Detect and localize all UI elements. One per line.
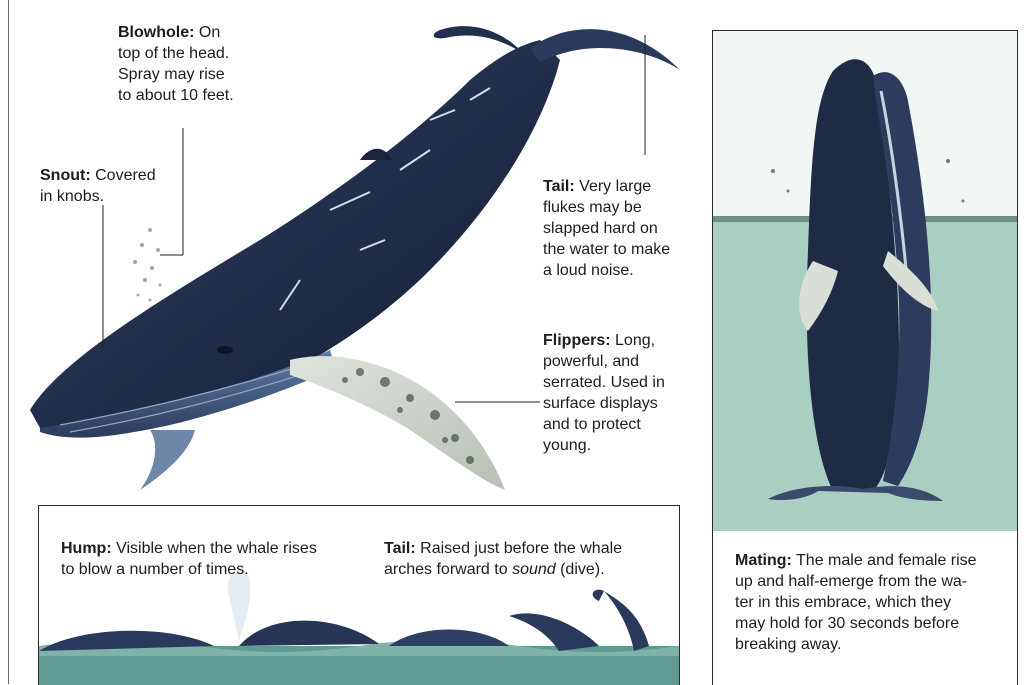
tail-dive-annotation: Tail: Raised just before the whale arche… <box>384 538 674 580</box>
flippers-text-line: powerful, and <box>543 353 639 370</box>
tail-dive-text-line: (dive). <box>556 561 605 578</box>
mating-text-line: ter in this embrace, which they <box>735 594 951 611</box>
hump-title: Hump: <box>61 540 112 557</box>
tail-dive-text-line: Raised just before the whale <box>420 540 622 557</box>
tail-text-line: Very large <box>579 178 651 195</box>
hump-text-line: to blow a number of times. <box>61 561 249 578</box>
mating-text-line: up and half-emerge from the wa- <box>735 573 967 590</box>
whale-arching <box>509 613 599 651</box>
whale-tail-raised <box>604 591 649 651</box>
flippers-annotation: Flippers: Long, powerful, and serrated. … <box>543 330 703 456</box>
mating-panel: Mating: The male and female rise up and … <box>712 30 1018 685</box>
hump-annotation: Hump: Visible when the whale rises to bl… <box>61 538 361 580</box>
blowhole-title: Blowhole: <box>118 24 194 41</box>
sound-term: sound <box>512 561 556 578</box>
hump-text-line: Visible when the whale rises <box>116 540 317 557</box>
flippers-text-line: surface displays <box>543 395 658 412</box>
tail-text-line: a loud noise. <box>543 262 634 279</box>
snout-text-line: in knobs. <box>40 188 104 205</box>
far-flipper <box>140 430 195 490</box>
mating-text-line: The male and female rise <box>796 552 977 569</box>
snout-text-line: Covered <box>95 167 155 184</box>
blowhole-annotation: Blowhole: On top of the head. Spray may … <box>118 22 288 106</box>
pectoral-flipper <box>290 356 505 490</box>
tail-dive-title: Tail: <box>384 540 416 557</box>
flippers-text-line: and to protect <box>543 416 641 433</box>
whale-back-2 <box>239 621 379 646</box>
tail-dive-text-line: arches forward to <box>384 561 512 578</box>
tail-annotation: Tail: Very large flukes may be slapped h… <box>543 176 703 281</box>
surfacing-sequence-panel: Hump: Visible when the whale rises to bl… <box>38 505 680 685</box>
snout-annotation: Snout: Covered in knobs. <box>40 165 180 207</box>
surfacing-sequence-illustration <box>39 506 679 685</box>
tail-title: Tail: <box>543 178 575 195</box>
whale-back-3 <box>389 630 509 647</box>
mating-text-line: may hold for 30 seconds before <box>735 615 959 632</box>
blowhole-text-line: On <box>199 24 220 41</box>
dorsal-fin <box>360 149 392 160</box>
flippers-title: Flippers: <box>543 332 611 349</box>
flippers-text-line: serrated. Used in <box>543 374 665 391</box>
blow-spray <box>133 228 162 302</box>
whale-eye <box>217 346 233 354</box>
mating-annotation: Mating: The male and female rise up and … <box>735 550 1015 655</box>
blowhole-text-line: top of the head. <box>118 45 229 62</box>
tail-text-line: slapped hard on <box>543 220 658 237</box>
flippers-text-line: young. <box>543 437 591 454</box>
flippers-text-line: Long, <box>615 332 655 349</box>
mating-illustration <box>713 31 1017 531</box>
tail-text-line: the water to make <box>543 241 670 258</box>
tail-text-line: flukes may be <box>543 199 642 216</box>
mating-title: Mating: <box>735 552 792 569</box>
blowhole-text-line: to about 10 feet. <box>118 87 234 104</box>
blowhole-text-line: Spray may rise <box>118 66 225 83</box>
snout-title: Snout: <box>40 167 91 184</box>
mating-text-line: breaking away. <box>735 636 841 653</box>
